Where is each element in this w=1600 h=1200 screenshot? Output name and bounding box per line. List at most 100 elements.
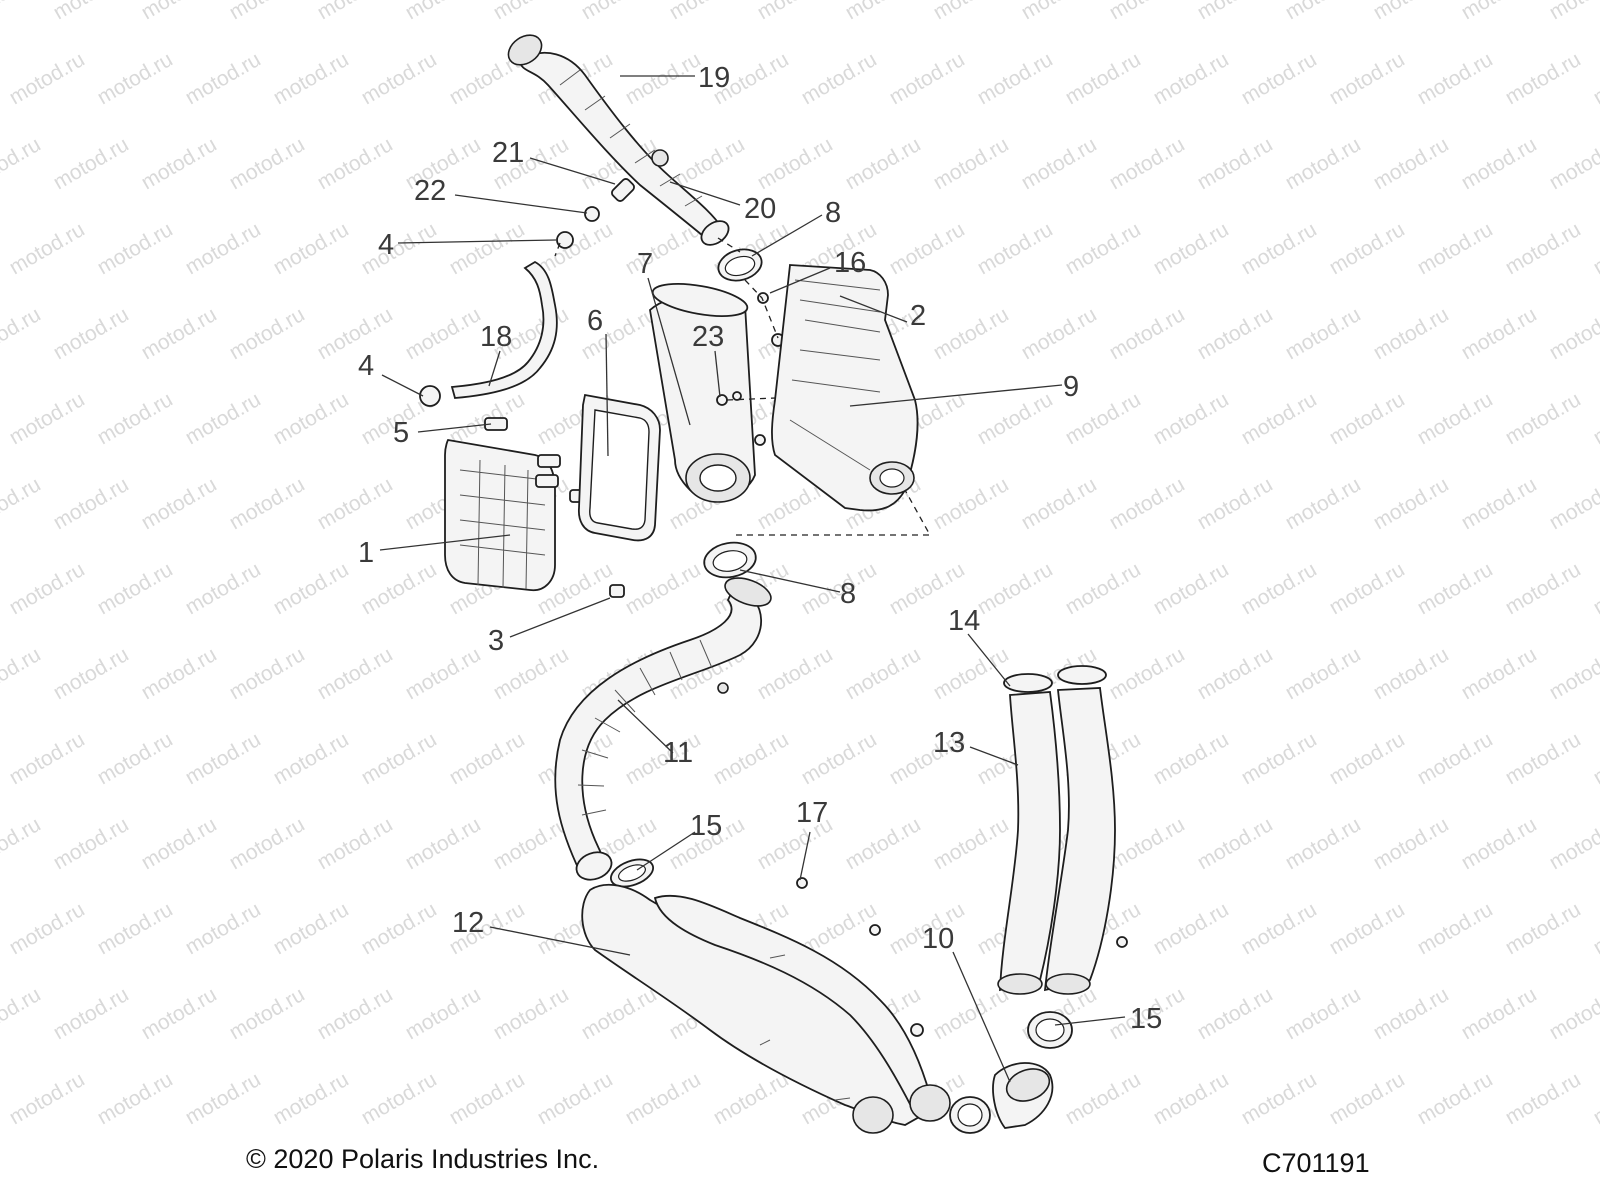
watermark-text: motod.ru: [1237, 218, 1320, 279]
watermark-text: motod.ru: [401, 0, 484, 24]
watermark-text: motod.ru: [929, 0, 1012, 24]
watermark-text: motod.ru: [137, 813, 220, 874]
callout-5: 5: [393, 417, 492, 449]
watermark-text: motod.ru: [1413, 48, 1496, 109]
watermark-text: motod.ru: [1545, 0, 1600, 24]
watermark-text: motod.ru: [1457, 813, 1540, 874]
watermark-text: motod.ru: [929, 133, 1012, 194]
watermark-text: motod.ru: [225, 813, 308, 874]
watermark-text: motod.ru: [181, 558, 264, 619]
watermark-text: motod.ru: [1369, 303, 1452, 364]
svg-text:13: 13: [933, 727, 965, 759]
callout-1: 1: [358, 534, 511, 569]
callout-22: 22: [414, 175, 588, 214]
watermark-text: motod.ru: [1281, 643, 1364, 704]
watermark-text: motod.ru: [621, 1068, 704, 1129]
watermark-text: motod.ru: [753, 133, 836, 194]
watermark-text: motod.ru: [1413, 558, 1496, 619]
watermark-text: motod.ru: [49, 0, 132, 24]
airbox-housing-part: [771, 264, 919, 512]
watermark-text: motod.ru: [357, 218, 440, 279]
watermark-text: motod.ru: [1413, 388, 1496, 449]
watermark-text: motod.ru: [1589, 558, 1600, 619]
svg-text:21: 21: [492, 137, 524, 169]
watermark-text: motod.ru: [1457, 133, 1540, 194]
watermark-text: motod.ru: [137, 643, 220, 704]
watermark-text: motod.ru: [621, 558, 704, 619]
watermark-text: motod.ru: [1281, 133, 1364, 194]
svg-text:1: 1: [358, 537, 374, 569]
watermark-text: motod.ru: [885, 48, 968, 109]
callout-19: 19: [620, 62, 730, 94]
watermark-text: motod.ru: [1281, 0, 1364, 24]
watermark-text: motod.ru: [1149, 388, 1232, 449]
watermark-text: motod.ru: [1589, 218, 1600, 279]
svg-text:15: 15: [690, 810, 722, 842]
watermark-text: motod.ru: [0, 643, 45, 704]
drain-hose-part: [419, 260, 558, 407]
watermark-text: motod.ru: [841, 643, 924, 704]
watermark-text: motod.ru: [1545, 813, 1600, 874]
watermark-text: motod.ru: [269, 48, 352, 109]
watermark-text: motod.ru: [1193, 0, 1276, 24]
watermark-text: motod.ru: [401, 303, 484, 364]
watermark-text: motod.ru: [445, 728, 528, 789]
watermark-text: motod.ru: [269, 558, 352, 619]
small-hardware: [716, 292, 785, 446]
assembly-dashed-lines: [554, 237, 932, 536]
watermark-text: motod.ru: [885, 218, 968, 279]
watermark-text: motod.ru: [1149, 898, 1232, 959]
watermark-text: motod.ru: [1545, 473, 1600, 534]
callout-16: 16: [769, 247, 866, 294]
watermark-text: motod.ru: [445, 218, 528, 279]
watermark-text: motod.ru: [797, 728, 880, 789]
callout-2: 2: [839, 295, 926, 332]
watermark-text: motod.ru: [665, 0, 748, 24]
watermark-text: motod.ru: [1237, 48, 1320, 109]
watermark-text: motod.ru: [445, 1068, 528, 1129]
watermark-text: motod.ru: [1017, 0, 1100, 24]
watermark-text: motod.ru: [973, 48, 1056, 109]
watermark-text: motod.ru: [1501, 728, 1584, 789]
watermark-text: motod.ru: [797, 48, 880, 109]
watermark-text: motod.ru: [1237, 1068, 1320, 1129]
watermark-text: motod.ru: [0, 133, 45, 194]
watermark-text: motod.ru: [1369, 643, 1452, 704]
watermark-text: motod.ru: [1149, 558, 1232, 619]
watermark-text: motod.ru: [1501, 558, 1584, 619]
watermark-text: motod.ru: [225, 303, 308, 364]
intake-duct-upper-part: [507, 34, 730, 246]
watermark-text: motod.ru: [1061, 48, 1144, 109]
svg-text:17: 17: [796, 797, 828, 829]
watermark-text: motod.ru: [93, 898, 176, 959]
callout-10: 10: [922, 923, 1011, 1083]
svg-text:20: 20: [744, 193, 776, 225]
watermark-text: motod.ru: [1369, 0, 1452, 24]
watermark-text: motod.ru: [1457, 983, 1540, 1044]
watermark-text: motod.ru: [1149, 218, 1232, 279]
small-fittings-upper: [556, 178, 635, 249]
watermark-text: motod.ru: [137, 473, 220, 534]
watermark-text: motod.ru: [137, 133, 220, 194]
watermark-text: motod.ru: [313, 303, 396, 364]
watermark-text: motod.ru: [181, 218, 264, 279]
watermark-text: motod.ru: [93, 388, 176, 449]
watermark-text: motod.ru: [1281, 473, 1364, 534]
svg-text:11: 11: [663, 737, 693, 769]
callout-15-lower: 15: [1054, 1003, 1162, 1035]
watermark-text: motod.ru: [929, 303, 1012, 364]
watermark-text: motod.ru: [489, 983, 572, 1044]
watermark-text: motod.ru: [1281, 303, 1364, 364]
watermark-text: motod.ru: [49, 643, 132, 704]
watermark-text: motod.ru: [973, 388, 1056, 449]
watermark-text: motod.ru: [709, 1068, 792, 1129]
watermark-text: motod.ru: [1193, 813, 1276, 874]
watermark-text: motod.ru: [1501, 218, 1584, 279]
callout-9: 9: [849, 371, 1079, 407]
vertical-ducts-part: [997, 665, 1116, 995]
misc-fasteners: [796, 877, 1128, 1037]
svg-text:14: 14: [948, 605, 980, 637]
watermark-text: motod.ru: [1149, 1068, 1232, 1129]
callout-8-upper: 8: [751, 197, 841, 257]
watermark-text: motod.ru: [1237, 558, 1320, 619]
